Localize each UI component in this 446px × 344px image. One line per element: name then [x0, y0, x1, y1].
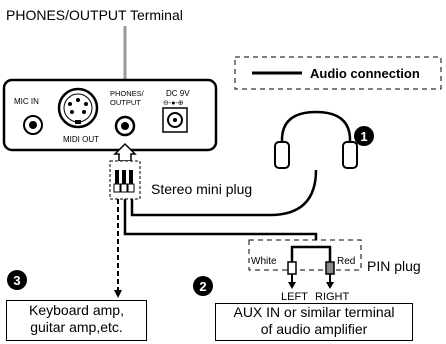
right-label: RIGHT [315, 291, 350, 303]
legend-label: Audio connection [310, 66, 420, 81]
marker-2 [193, 276, 213, 296]
phones-output-jack-hole [121, 122, 129, 130]
stereo-mini-plug-label: Stereo mini plug [151, 181, 252, 197]
pin-plug-split [290, 245, 332, 265]
aux-in-box: AUX IN or similar terminal of audio ampl… [215, 303, 413, 341]
keyboard-amp-box: Keyboard amp, guitar amp,etc. [6, 300, 147, 341]
dc-polarity-symbol: ⊖-●-⊕ [163, 100, 184, 107]
phones-label-line1: PHONES/ [110, 89, 145, 98]
mic-in-jack-hole [29, 121, 37, 129]
legend: Audio connection [234, 56, 442, 90]
left-label: LEFT [281, 291, 308, 303]
red-pin-plug-icon [325, 261, 335, 275]
marker-1-label: 1 [360, 129, 367, 144]
white-pin-plug-icon [287, 261, 297, 275]
marker-3-label: 3 [13, 273, 20, 288]
headphones-icon [274, 110, 358, 169]
dc-label-line1: DC 9V [166, 89, 190, 98]
pin-plug-label: PIN plug [367, 258, 421, 274]
aux-in-line1: AUX IN or similar terminal [233, 304, 395, 320]
midi-out-label: MIDI OUT [63, 135, 99, 144]
left-arrow-icon [288, 282, 296, 289]
stereo-mini-plug-icon [113, 170, 135, 193]
white-label: White [251, 256, 277, 267]
mic-in-label: MIC IN [14, 97, 39, 106]
headphone-cable [130, 169, 318, 217]
phones-label-line2: OUTPUT [110, 98, 141, 107]
instrument-panel: MIC IN MIDI OUT PHONES/ OUTPUT DC 9V ⊖-●… [2, 78, 218, 152]
red-label: Red [337, 256, 355, 267]
keyboard-amp-line2: guitar amp,etc. [30, 319, 123, 335]
right-arrow-icon [326, 282, 334, 289]
marker-1 [354, 126, 374, 146]
keyboard-amp-arrow [114, 290, 122, 298]
keyboard-amp-line1: Keyboard amp, [29, 302, 124, 318]
pin-plug-frame [248, 239, 362, 271]
insert-arrow-icon [113, 142, 137, 162]
diagram-title: PHONES/OUTPUT Terminal [6, 7, 183, 23]
aux-in-line2: of audio amplifier [260, 321, 368, 337]
marker-2-label: 2 [199, 279, 206, 294]
marker-3 [7, 270, 27, 290]
